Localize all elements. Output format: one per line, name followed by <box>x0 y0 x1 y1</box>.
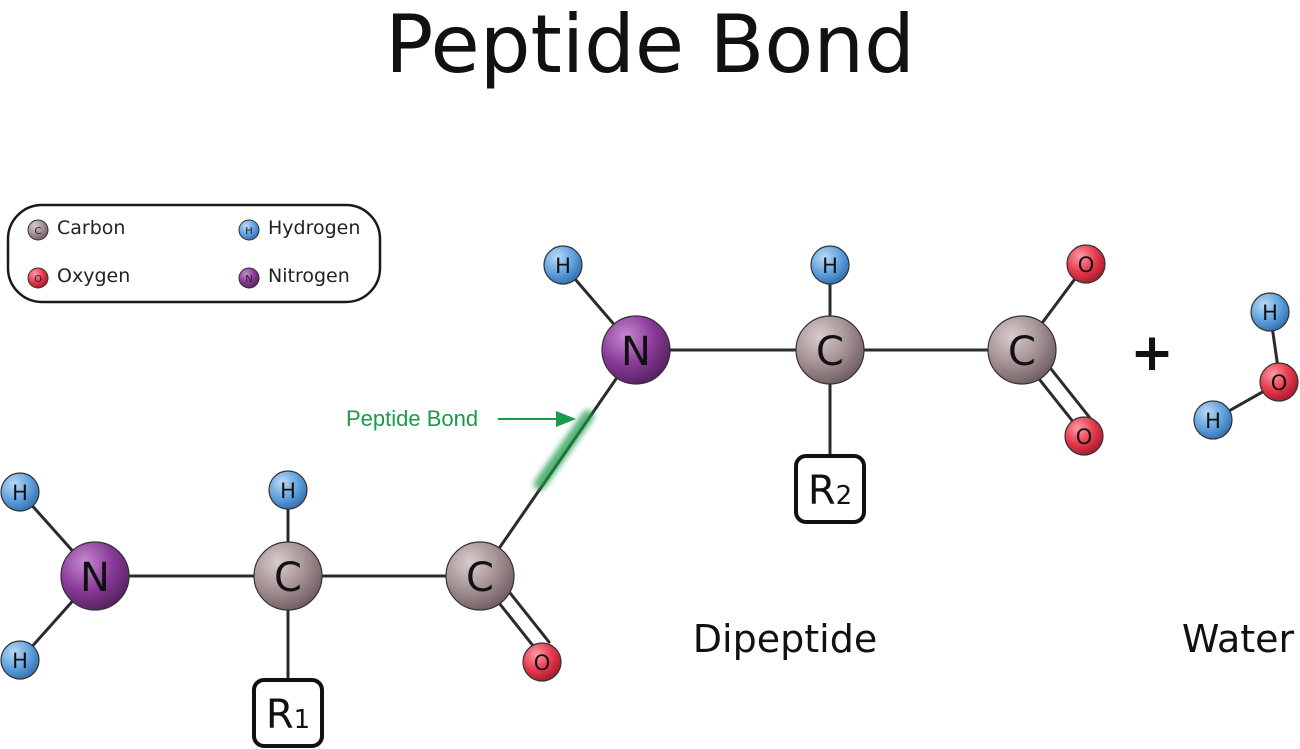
svg-text:H: H <box>12 649 28 673</box>
r2-subscript: 2 <box>836 481 853 511</box>
water-caption: Water <box>1182 617 1295 661</box>
atom-water-hydrogen-top: H <box>1250 292 1290 332</box>
atom-hydrogen-n1-top: H <box>0 472 40 512</box>
page-title: Peptide Bond <box>385 0 915 91</box>
oxygen-legend-label: Oxygen <box>57 265 130 287</box>
nitrogen-legend-label: Nitrogen <box>268 265 350 287</box>
atom-hydrogen-n1-bottom: H <box>0 640 40 680</box>
svg-text:C: C <box>274 555 302 601</box>
atoms: H H N H C C O H <box>0 244 1299 682</box>
atom-carbon-alpha-1: C <box>253 541 323 611</box>
legend: C Carbon H Hydrogen O Oxygen N Nitrogen <box>6 203 382 304</box>
atom-carbon-carboxyl-2: C <box>987 315 1057 385</box>
svg-text:O: O <box>1271 371 1288 395</box>
atom-oxygen-c2-top: O <box>1066 244 1106 284</box>
r2-group: R2 <box>794 454 866 524</box>
svg-text:H: H <box>280 479 296 503</box>
peptide-bond-highlight <box>534 410 594 490</box>
svg-text:H: H <box>555 254 571 278</box>
nitrogen-legend-swatch <box>238 267 260 289</box>
svg-text:C: C <box>466 555 494 601</box>
svg-text:O: O <box>534 651 551 675</box>
svg-text:O: O <box>1076 425 1093 449</box>
hydrogen-legend-label: Hydrogen <box>268 217 360 239</box>
svg-text:C: C <box>816 329 844 375</box>
r1-subscript: 1 <box>294 705 311 735</box>
legend-item-oxygen: O Oxygen <box>27 265 130 289</box>
r1-box <box>252 678 324 748</box>
oxygen-legend-symbol: O <box>34 274 42 285</box>
svg-text:H: H <box>822 254 838 278</box>
r2-letter: R <box>808 468 836 514</box>
nitrogen-legend-symbol: N <box>245 274 252 285</box>
r1-group: R1 <box>252 678 324 748</box>
oxygen-legend-swatch <box>27 267 49 289</box>
atom-water-hydrogen-bottom: H <box>1193 400 1233 440</box>
svg-text:O: O <box>1078 253 1095 277</box>
plus-sign: + <box>1130 323 1174 383</box>
r1-letter: R <box>266 692 294 738</box>
atom-oxygen-c1: O <box>522 642 562 682</box>
svg-text:C: C <box>1008 329 1036 375</box>
atom-carbon-alpha-2: C <box>795 315 865 385</box>
atom-oxygen-c2-bottom: O <box>1064 416 1104 456</box>
r2-label: R2 <box>808 468 852 514</box>
svg-text:H: H <box>12 481 28 505</box>
peptide-bond-annotation: Peptide Bond <box>346 406 576 431</box>
legend-item-nitrogen: N Nitrogen <box>238 265 350 289</box>
svg-text:N: N <box>621 329 651 375</box>
atom-hydrogen-ca1: H <box>268 470 308 510</box>
legend-item-carbon: C Carbon <box>27 217 125 241</box>
svg-text:H: H <box>1262 301 1278 325</box>
carbon-legend-swatch <box>27 219 49 241</box>
legend-item-hydrogen: H Hydrogen <box>238 217 360 241</box>
svg-text:H: H <box>1205 409 1221 433</box>
carbon-legend-symbol: C <box>35 226 42 237</box>
dipeptide-caption: Dipeptide <box>693 617 877 661</box>
r2-box <box>794 454 866 524</box>
carbon-legend-label: Carbon <box>57 217 125 239</box>
svg-text:N: N <box>80 555 110 601</box>
atom-water-oxygen: O <box>1259 362 1299 402</box>
atom-nitrogen-1: N <box>60 541 130 611</box>
legend-box <box>6 203 382 304</box>
hydrogen-legend-symbol: H <box>245 226 253 237</box>
peptide-bond-label: Peptide Bond <box>346 406 478 431</box>
hydrogen-legend-swatch <box>238 219 260 241</box>
atom-carbon-carbonyl-1: C <box>445 541 515 611</box>
atom-hydrogen-n2: H <box>543 245 583 285</box>
r1-label: R1 <box>266 692 310 738</box>
atom-hydrogen-ca2: H <box>810 245 850 285</box>
atom-nitrogen-2: N <box>601 315 671 385</box>
